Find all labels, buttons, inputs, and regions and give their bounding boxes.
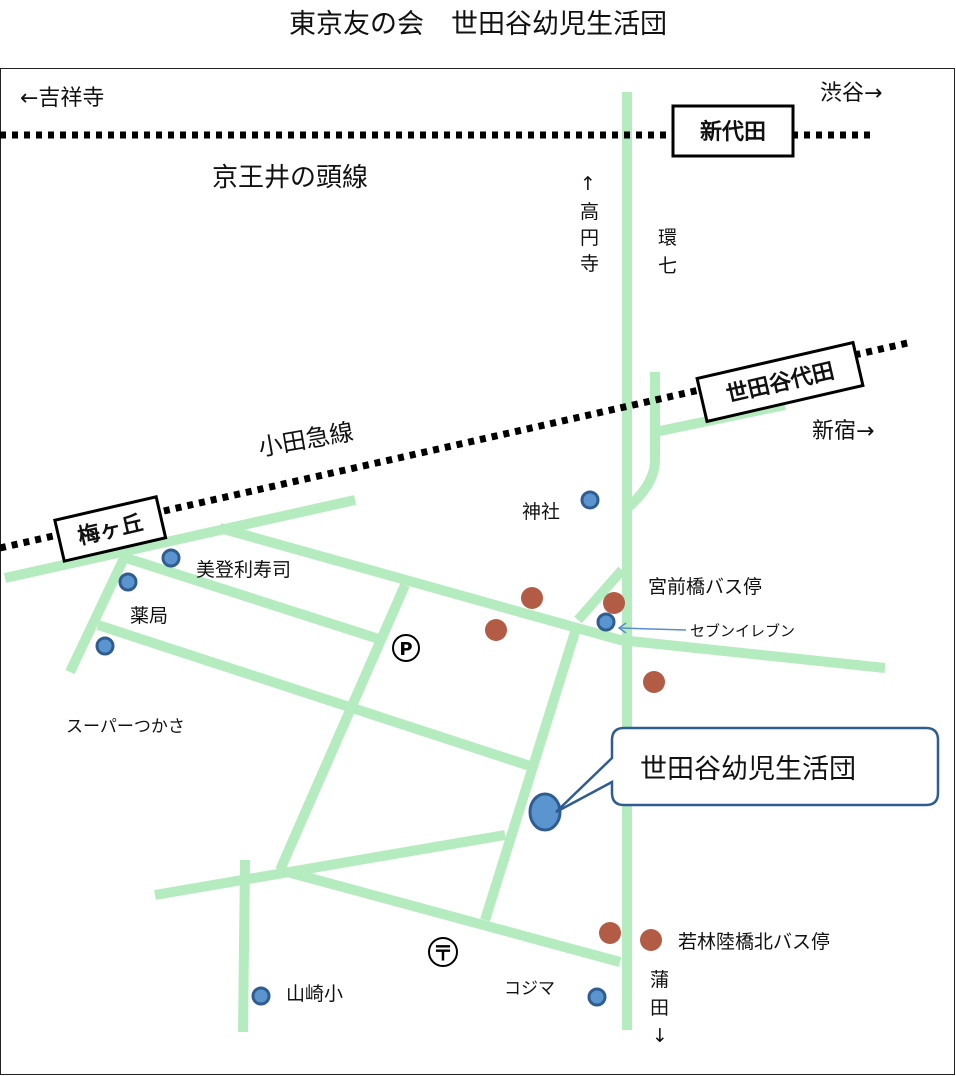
- svg-text:世田谷幼児生活団: 世田谷幼児生活団: [640, 754, 856, 785]
- label-kichijoji: ←吉祥寺: [20, 86, 104, 111]
- road: [480, 630, 580, 922]
- svg-text:↑: ↑: [580, 173, 596, 195]
- map-title: 東京友の会 世田谷幼児生活団: [289, 9, 667, 40]
- marker-seven-eleven: [596, 612, 616, 632]
- label-keio-line: 京王井の頭線: [212, 163, 368, 193]
- label-shibuya: 渋谷→: [820, 81, 882, 106]
- label-seven-eleven: セブンイレブン: [690, 622, 795, 640]
- marker-sushi: [161, 548, 181, 568]
- road: [96, 620, 532, 771]
- svg-text:高: 高: [580, 201, 599, 223]
- svg-text:七: 七: [658, 255, 677, 277]
- label-kannana: 環 七: [658, 227, 677, 277]
- road: [574, 566, 626, 624]
- station-shindaita: 新代田: [671, 104, 795, 158]
- station-setagaya-daita: 世田谷代田: [695, 340, 865, 424]
- label-sushi: 美登利寿司: [196, 559, 291, 581]
- marker-kojima: [587, 987, 607, 1007]
- arrow-head-icon: [617, 622, 627, 634]
- road-branch: [621, 372, 660, 514]
- label-shrine: 神社: [522, 501, 560, 523]
- markers-bus-stops: [485, 587, 665, 951]
- label-pharmacy: 薬局: [130, 605, 168, 627]
- label-odakyu-line: 小田急線: [256, 418, 355, 462]
- roads: [3, 92, 886, 1033]
- map-frame: [0, 68, 955, 1075]
- svg-text:蒲: 蒲: [650, 969, 669, 991]
- road: [3, 495, 357, 583]
- svg-text:〒: 〒: [433, 941, 453, 965]
- pointer-arrow: [619, 627, 687, 631]
- road: [65, 553, 130, 675]
- marker-supermarket: [95, 636, 115, 656]
- svg-text:新代田: 新代田: [700, 119, 766, 145]
- label-kamata: 蒲 田 ↓: [650, 969, 669, 1047]
- road: [278, 865, 622, 967]
- label-kojima: コジマ: [504, 979, 555, 999]
- road: [238, 859, 250, 1033]
- label-bus-wakabayashi: 若林陸橋北バス停: [678, 931, 830, 953]
- station-umegaoka: 梅ヶ丘: [53, 495, 168, 563]
- marker-school: [251, 986, 271, 1006]
- svg-text:↓: ↓: [652, 1025, 668, 1047]
- svg-text:P: P: [399, 639, 412, 660]
- marker-shrine: [580, 490, 600, 510]
- label-supermarket: スーパーつかさ: [66, 717, 185, 737]
- svg-text:環: 環: [658, 227, 677, 249]
- road: [218, 523, 886, 673]
- destination-callout: 世田谷幼児生活団: [555, 726, 940, 814]
- svg-text:寺: 寺: [580, 253, 599, 275]
- parking-icon: P: [392, 634, 420, 662]
- road: [275, 582, 410, 873]
- post-office-icon: 〒: [428, 937, 458, 967]
- label-koenji: ↑ 高 円 寺: [580, 173, 599, 275]
- marker-destination: [528, 792, 562, 832]
- label-bus-miyamaebashi: 宮前橋バス停: [648, 576, 762, 598]
- label-shinjuku: 新宿→: [812, 419, 874, 444]
- road: [118, 551, 384, 645]
- svg-text:田: 田: [650, 997, 669, 1019]
- label-yamasaki-school: 山崎小: [286, 983, 343, 1005]
- markers-blue: [95, 490, 616, 1007]
- road: [154, 830, 506, 900]
- marker-pharmacy: [118, 572, 138, 592]
- svg-text:円: 円: [580, 227, 599, 249]
